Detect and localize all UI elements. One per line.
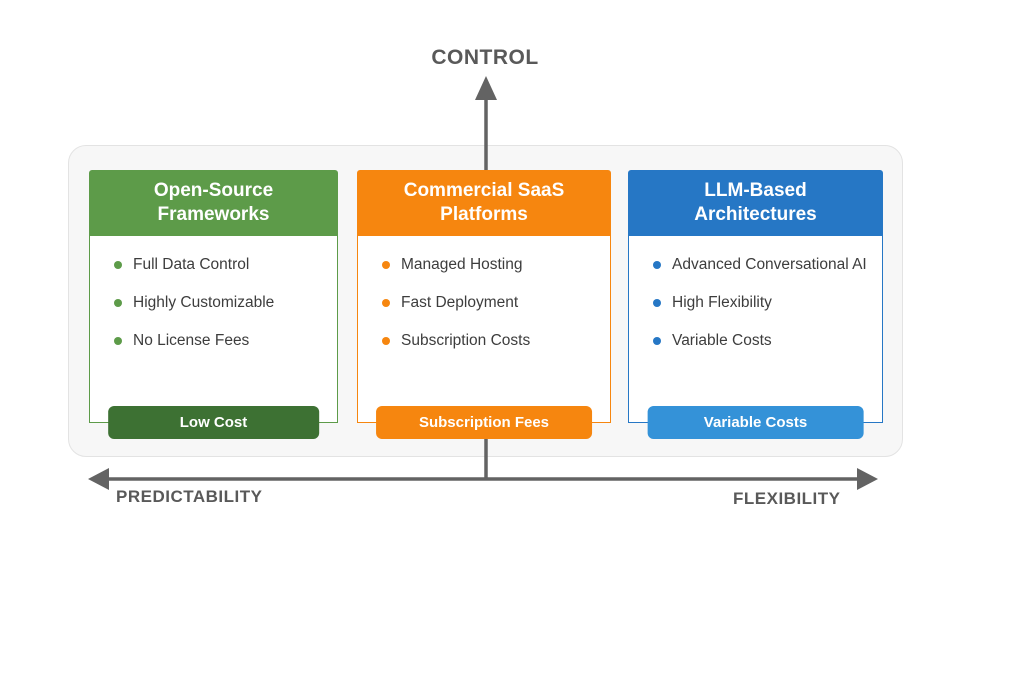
card-title: LLM-Based Architectures [628, 170, 883, 236]
feature-item: Variable Costs [653, 329, 872, 353]
feature-item: Full Data Control [114, 253, 327, 277]
vertical-axis-label: CONTROL [431, 46, 539, 69]
feature-text: No License Fees [133, 332, 250, 349]
feature-item: High Flexibility [653, 291, 872, 315]
horizontal-axis-left-label: PREDICTABILITY [116, 487, 263, 506]
bullet-icon [382, 299, 390, 307]
feature-item: Highly Customizable [114, 291, 327, 315]
bullet-icon [653, 299, 661, 307]
feature-list: Advanced Conversational AI High Flexibil… [653, 253, 872, 353]
feature-text: High Flexibility [672, 294, 772, 311]
horizontal-axis-right-label: FLEXIBILITY [733, 489, 841, 508]
cost-badge: Subscription Fees [376, 406, 592, 439]
bullet-icon [114, 261, 122, 269]
up-arrowhead-icon [475, 76, 497, 100]
feature-list: Managed Hosting Fast Deployment Subscrip… [382, 253, 600, 353]
feature-item: Fast Deployment [382, 291, 600, 315]
feature-item: Advanced Conversational AI [653, 253, 872, 277]
feature-text: Advanced Conversational AI [672, 256, 867, 273]
bullet-icon [653, 261, 661, 269]
cost-badge: Low Cost [107, 406, 320, 439]
card-open-source-frameworks: Open-Source Frameworks Full Data Control… [89, 170, 338, 439]
feature-text: Subscription Costs [401, 332, 531, 349]
feature-text: Highly Customizable [133, 294, 275, 311]
bullet-icon [382, 261, 390, 269]
card-title: Commercial SaaS Platforms [357, 170, 611, 236]
bullet-icon [653, 337, 661, 345]
card-body: Full Data Control Highly Customizable No… [89, 236, 338, 423]
feature-list: Full Data Control Highly Customizable No… [114, 253, 327, 353]
cost-badge: Variable Costs [647, 406, 864, 439]
left-arrowhead-icon [88, 468, 109, 490]
bullet-icon [114, 299, 122, 307]
feature-item: No License Fees [114, 329, 327, 353]
feature-item: Subscription Costs [382, 329, 600, 353]
card-body: Managed Hosting Fast Deployment Subscrip… [357, 236, 611, 423]
card-commercial-saas-platforms: Commercial SaaS Platforms Managed Hostin… [357, 170, 611, 439]
bullet-icon [114, 337, 122, 345]
feature-text: Variable Costs [672, 332, 772, 349]
card-llm-based-architectures: LLM-Based Architectures Advanced Convers… [628, 170, 883, 439]
bullet-icon [382, 337, 390, 345]
right-arrowhead-icon [857, 468, 878, 490]
feature-text: Full Data Control [133, 256, 250, 273]
feature-item: Managed Hosting [382, 253, 600, 277]
feature-text: Managed Hosting [401, 256, 523, 273]
card-title: Open-Source Frameworks [89, 170, 338, 236]
feature-text: Fast Deployment [401, 294, 519, 311]
card-body: Advanced Conversational AI High Flexibil… [628, 236, 883, 423]
